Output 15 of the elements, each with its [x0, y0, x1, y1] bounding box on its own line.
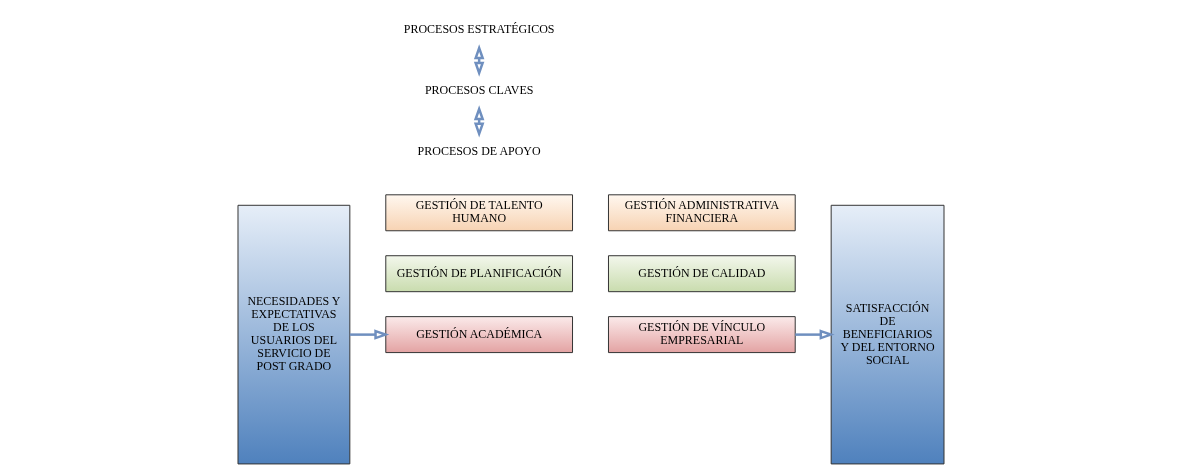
node-box: NECESIDADES Y EXPECTATIVAS DE LOS USUARIOS DEL SERVICIO DE POST GRADO — [237, 204, 351, 465]
arrow — [795, 329, 835, 340]
node-text: PROCESOS ESTRATÉGICOS — [403, 22, 555, 37]
node-text: PROCESOS CLAVES — [424, 83, 534, 98]
arrow — [473, 44, 485, 77]
node-box: GESTIÓN DE TALENTO HUMANO — [385, 194, 574, 232]
node-box: GESTIÓN DE VÍNCULO EMPRESARIAL — [608, 316, 796, 354]
node-box: GESTIÓN ACADÉMICA — [385, 316, 574, 354]
node-text: PROCESOS DE APOYO — [417, 143, 541, 158]
node-box: GESTIÓN DE CALIDAD — [608, 255, 796, 293]
arrow — [473, 105, 485, 138]
node-box: SATISFACCIÓN DE BENEFICIARIOS Y DEL ENTORNO SOCIAL — [830, 204, 945, 465]
node-box: GESTIÓN ADMINISTRATIVA FINANCIERA — [608, 194, 796, 232]
node-box: GESTIÓN DE PLANIFICACIÓN — [385, 255, 574, 293]
arrow — [349, 329, 390, 340]
